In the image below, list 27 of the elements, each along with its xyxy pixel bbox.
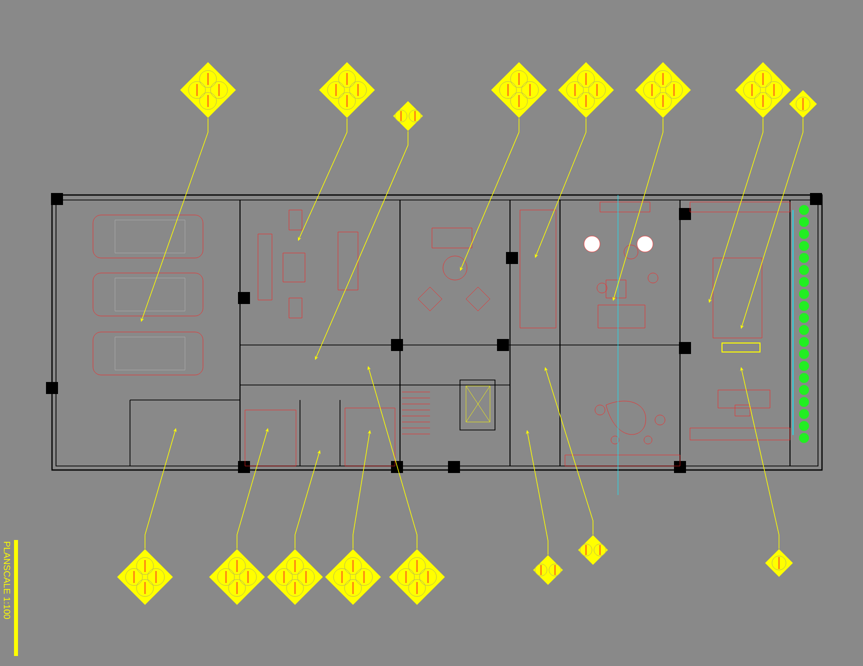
index-symbol <box>765 549 793 577</box>
leader-line <box>526 430 548 556</box>
leader-line <box>460 118 520 271</box>
leader-line <box>544 367 594 536</box>
leader-line <box>140 118 208 322</box>
leader-line <box>367 366 418 550</box>
index-symbol <box>319 62 375 118</box>
index-symbol <box>209 549 265 605</box>
index-symbol <box>578 535 608 565</box>
leader-line <box>708 118 764 303</box>
scale-label: PLANSCALE 1:100 <box>4 542 10 619</box>
leader-line <box>298 118 348 241</box>
leader-line <box>740 367 780 550</box>
index-symbol <box>267 549 323 605</box>
index-symbol <box>491 62 547 118</box>
leader-line <box>534 118 586 258</box>
index-symbol <box>635 62 691 118</box>
index-symbol <box>180 62 236 118</box>
index-symbol <box>393 101 423 131</box>
index-symbol <box>533 555 563 585</box>
leader-line <box>740 118 804 329</box>
index-symbol <box>789 90 817 118</box>
index-symbol <box>117 549 173 605</box>
index-symbol <box>389 549 445 605</box>
index-symbol <box>325 549 381 605</box>
leader-line <box>314 130 408 360</box>
index-symbol <box>558 62 614 118</box>
